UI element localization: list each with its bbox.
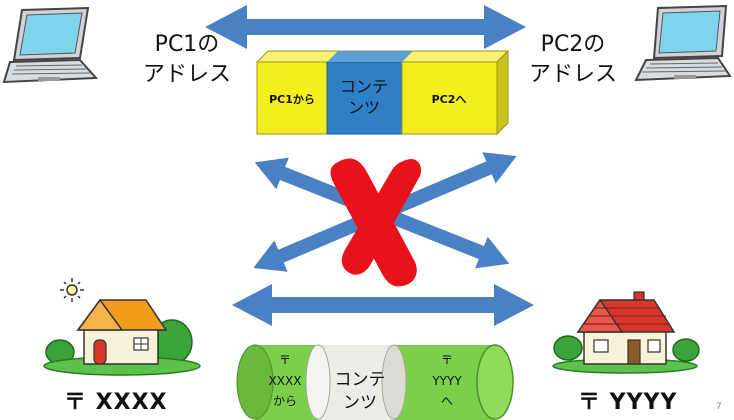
tube-from-line1: 〒 <box>279 353 291 367</box>
house2-postal-label: 〒 YYYY <box>578 390 678 415</box>
top-double-arrow <box>205 5 526 49</box>
red-cross-mark <box>330 158 422 287</box>
tube-to-line3: へ <box>441 394 453 408</box>
tube-to-line1: 〒 <box>441 353 453 367</box>
pc2-address-label: PC2の アドレス <box>528 32 617 87</box>
packet-content-line2: ンツ <box>348 98 380 117</box>
packet-from-label: PC1から <box>269 93 315 106</box>
slide-number: 7 <box>716 402 722 412</box>
packet-to-label: PC2へ <box>432 93 467 106</box>
bottom-double-arrow <box>232 284 534 326</box>
tube-content-line1: コンテ <box>335 370 386 390</box>
pc1-address-label: PC1の アドレス <box>142 32 231 87</box>
pc2-laptop-icon <box>634 4 732 82</box>
pc1-laptop-icon <box>2 6 99 84</box>
house1-house-icon <box>43 278 201 376</box>
tube-from-line3: から <box>273 394 297 408</box>
house1-postal-label: 〒 XXXX <box>64 390 168 415</box>
packet-box: PC1から コンテ ンツ PC2へ <box>255 49 510 136</box>
tube-to-line2: YYYY <box>431 374 462 388</box>
mail-tube: 〒 XXXX から コンテ ンツ 〒 YYYY へ <box>236 344 514 420</box>
tube-content-line2: ンツ <box>343 393 377 413</box>
tube-from-line2: XXXX <box>269 374 302 388</box>
packet-content-line1: コンテ <box>340 77 388 96</box>
house2-house-icon <box>552 291 700 374</box>
